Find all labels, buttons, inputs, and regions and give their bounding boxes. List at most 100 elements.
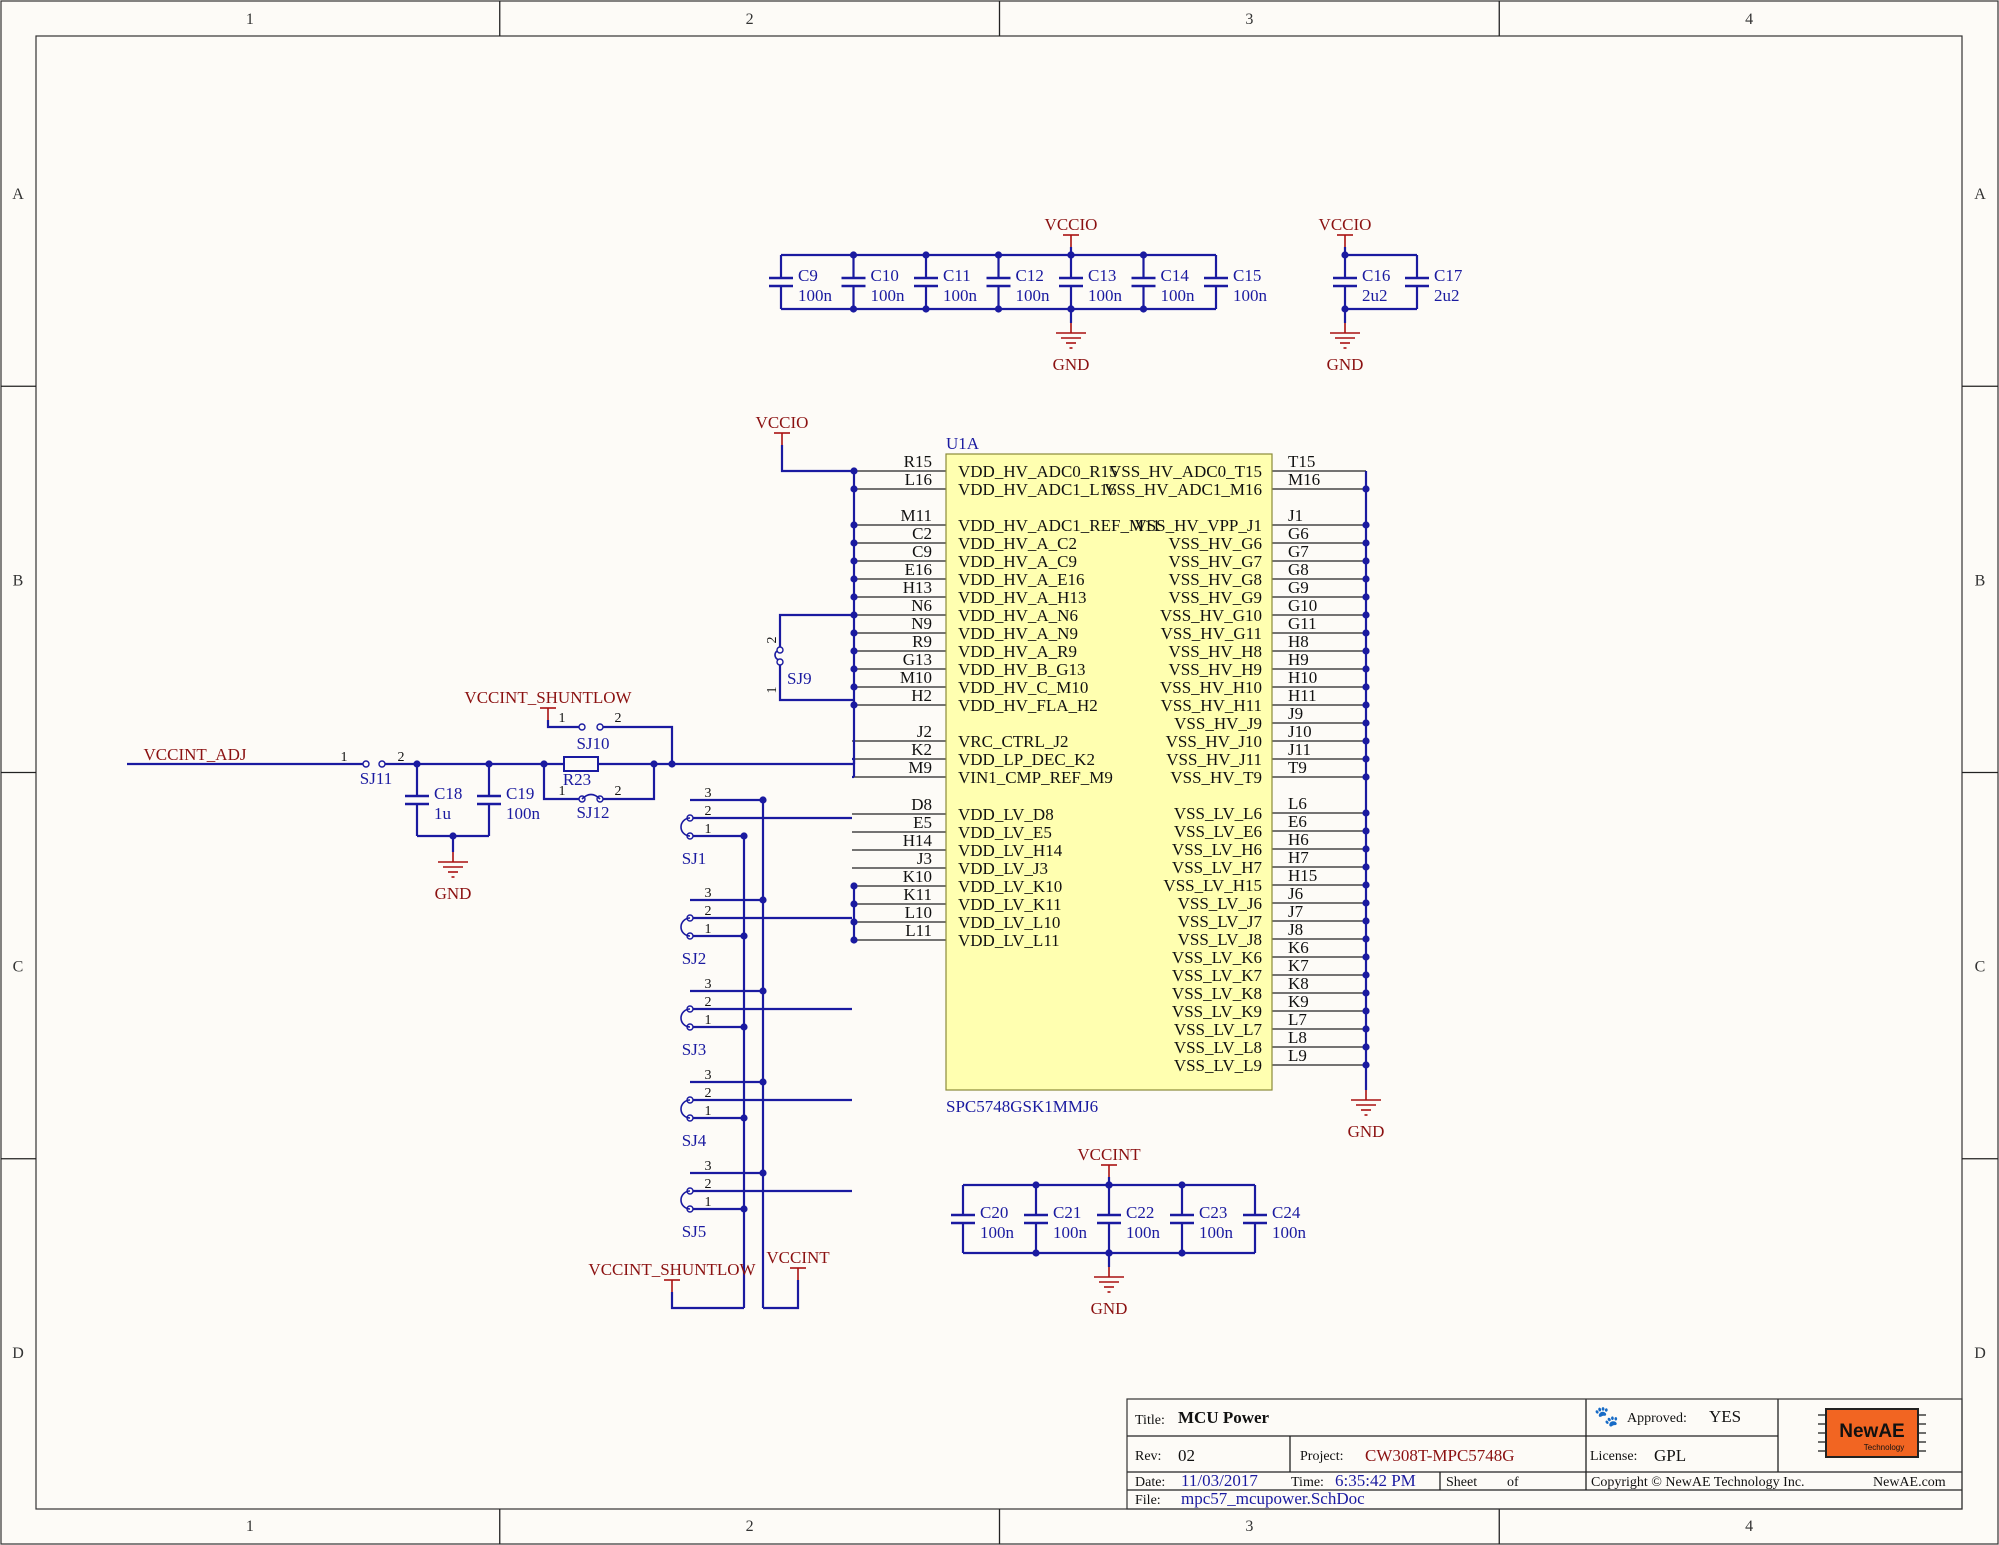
gnd-label: GND — [1348, 1122, 1385, 1141]
cap-ref: C17 — [1434, 266, 1463, 285]
file-label: File: — [1135, 1493, 1161, 1508]
ic-pin-name: VDD_HV_A_N6 — [958, 606, 1078, 625]
junction-dot — [1362, 773, 1370, 781]
junction-dot — [1341, 251, 1349, 259]
ic-pin-number: M10 — [900, 668, 932, 687]
net-label-vccint-adj: VCCINT_ADJ — [144, 745, 247, 764]
jumper-bridge — [680, 1099, 691, 1119]
newae-logo — [1825, 1408, 1919, 1458]
ic-pin-name: VDD_LV_L11 — [958, 931, 1060, 950]
ic-pin-number: J10 — [1288, 722, 1312, 741]
ic-pin-number: H14 — [903, 831, 933, 850]
power-port-label: VCCINT — [766, 1248, 830, 1267]
ic-pin-name: VSS_HV_ADC0_T15 — [1109, 462, 1262, 481]
ic-pin-name: VDD_HV_A_C9 — [958, 552, 1077, 571]
jumper-pin: 1 — [765, 687, 780, 694]
junction-dot — [849, 305, 858, 313]
ic-pin-name: VSS_HV_G8 — [1168, 570, 1262, 589]
ic-pin-number: H6 — [1288, 830, 1309, 849]
cap-value: 100n — [1199, 1223, 1234, 1242]
license-value: GPL — [1654, 1446, 1686, 1465]
junction-dot — [850, 521, 858, 529]
ic-pin-number: J6 — [1288, 884, 1303, 903]
ic-ref: U1A — [946, 434, 980, 453]
jumper-pin: 1 — [705, 1195, 712, 1210]
jumper-sj3-label: SJ3 — [682, 1040, 707, 1059]
ic-pin-name: VSS_LV_K8 — [1172, 984, 1262, 1003]
ic-pin-name: VSS_HV_G6 — [1168, 534, 1262, 553]
labels: C9100nC10100nC11100nC12100nC13100nC14100… — [144, 215, 1463, 1318]
ic-pin-name: VSS_LV_L7 — [1174, 1020, 1263, 1039]
sheet-label: Sheet — [1446, 1475, 1477, 1490]
ic-part-number: SPC5748GSK1MMJ6 — [946, 1097, 1098, 1116]
junction-dot — [1362, 719, 1370, 727]
sheet-title: MCU Power — [1178, 1408, 1270, 1427]
junction-dot — [1362, 683, 1370, 691]
jumper-pin: 2 — [765, 637, 780, 644]
junction-dot — [922, 251, 930, 259]
ic-pin-number: D8 — [911, 795, 932, 814]
logo-text: NewAE — [1839, 1421, 1904, 1442]
junction-dot — [922, 305, 930, 313]
components — [362, 453, 1273, 1213]
ic-pin-number: G8 — [1288, 560, 1309, 579]
ic-pin-number: K8 — [1288, 974, 1309, 993]
junction-dot — [1362, 971, 1370, 979]
ic-pin-number: M11 — [901, 506, 933, 525]
ic-pin-name: VSS_HV_H11 — [1161, 696, 1262, 715]
cap-ref: C14 — [1161, 266, 1190, 285]
ic-pin-number: L10 — [905, 903, 932, 922]
junction-dot — [1139, 251, 1148, 259]
ic-pin-number: E5 — [913, 813, 932, 832]
junction-dot — [1362, 863, 1370, 871]
junction-dot — [1362, 881, 1370, 889]
jumper-bridge — [680, 917, 691, 937]
junction-dot — [1362, 953, 1370, 961]
ic-pin-number: G6 — [1288, 524, 1309, 543]
ic-pin-name: VDD_HV_A_R9 — [958, 642, 1077, 661]
junction-dot — [1362, 521, 1370, 529]
junction-dot — [1362, 755, 1370, 763]
ic-pin-name: VRC_CTRL_J2 — [958, 732, 1069, 751]
ic-pin-name: VSS_HV_H9 — [1168, 660, 1262, 679]
date-value: 11/03/2017 — [1181, 1471, 1258, 1490]
ic-pin-name: VSS_HV_G10 — [1160, 606, 1262, 625]
wire — [546, 720, 582, 729]
ic-pin-number: L11 — [905, 921, 932, 940]
wire — [780, 445, 854, 473]
junction-dot — [850, 629, 858, 637]
ic-pin-name: VDD_LV_D8 — [958, 805, 1054, 824]
zone-row-label: A — [12, 186, 24, 203]
zone-row-label: D — [1974, 1345, 1986, 1362]
ic-pin-name: VIN1_CMP_REF_M9 — [958, 768, 1113, 787]
cap-ref: C22 — [1126, 1203, 1154, 1222]
ic-pin-name: VSS_LV_E6 — [1174, 822, 1262, 841]
ic-pin-name: VDD_HV_A_C2 — [958, 534, 1077, 553]
ic-pin-name: VSS_LV_J7 — [1178, 912, 1263, 931]
ic-pin-number: C9 — [912, 542, 932, 561]
junction-dot — [850, 485, 858, 493]
cap-value: 100n — [980, 1223, 1015, 1242]
power-port-label: VCCINT — [1077, 1145, 1141, 1164]
ic-pin-name: VDD_HV_A_N9 — [958, 624, 1078, 643]
ic-pin-number: L8 — [1288, 1028, 1307, 1047]
junction-dot — [1362, 1007, 1370, 1015]
gnd-label: GND — [1327, 355, 1364, 374]
junction-dot — [850, 593, 858, 601]
zone-column-label: 1 — [246, 1518, 254, 1535]
cap-value: 100n — [1272, 1223, 1307, 1242]
junction-dot — [1341, 305, 1349, 313]
ic-pin-name: VSS_HV_T9 — [1170, 768, 1262, 787]
jumper-sj10-label: SJ10 — [576, 734, 609, 753]
date-label: Date: — [1135, 1475, 1165, 1490]
ic-pin-name: VSS_HV_G7 — [1168, 552, 1262, 571]
junction-dot — [1139, 305, 1148, 313]
copyright: Copyright © NewAE Technology Inc. — [1591, 1475, 1805, 1490]
ic-pin-name: VDD_LP_DEC_K2 — [958, 750, 1095, 769]
cap-value: 100n — [506, 804, 541, 823]
ic-pin-number: H13 — [903, 578, 932, 597]
ic-pin-number: J2 — [917, 722, 932, 741]
jumper-pin: 2 — [615, 711, 622, 726]
power-port-label: VCCIO — [1319, 215, 1372, 234]
